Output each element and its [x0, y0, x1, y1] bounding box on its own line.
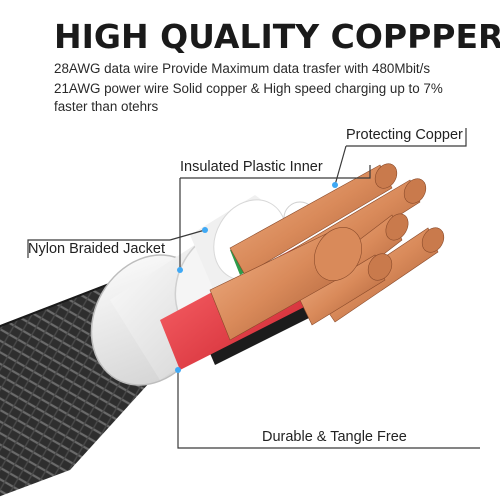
label-protecting-copper: Protecting Copper [346, 127, 463, 143]
label-insulated-plastic-inner: Insulated Plastic Inner [180, 159, 323, 175]
copper-strands [209, 163, 445, 341]
spec-line-continuation: faster than otehrs [54, 99, 159, 114]
label-durable-tangle-free: Durable & Tangle Free [262, 429, 407, 445]
headline: HIGH QUALITY COPPPER [54, 17, 500, 56]
callout-lines [27, 128, 480, 449]
spec-line-data-wire: 28AWG data wire Provide Maximum data tra… [54, 61, 431, 76]
callout-dots [175, 182, 338, 373]
label-nylon-braided-jacket: Nylon Braided Jacket [28, 241, 166, 257]
spec-line-power-wire: 21AWG power wire Solid copper & High spe… [54, 81, 443, 96]
